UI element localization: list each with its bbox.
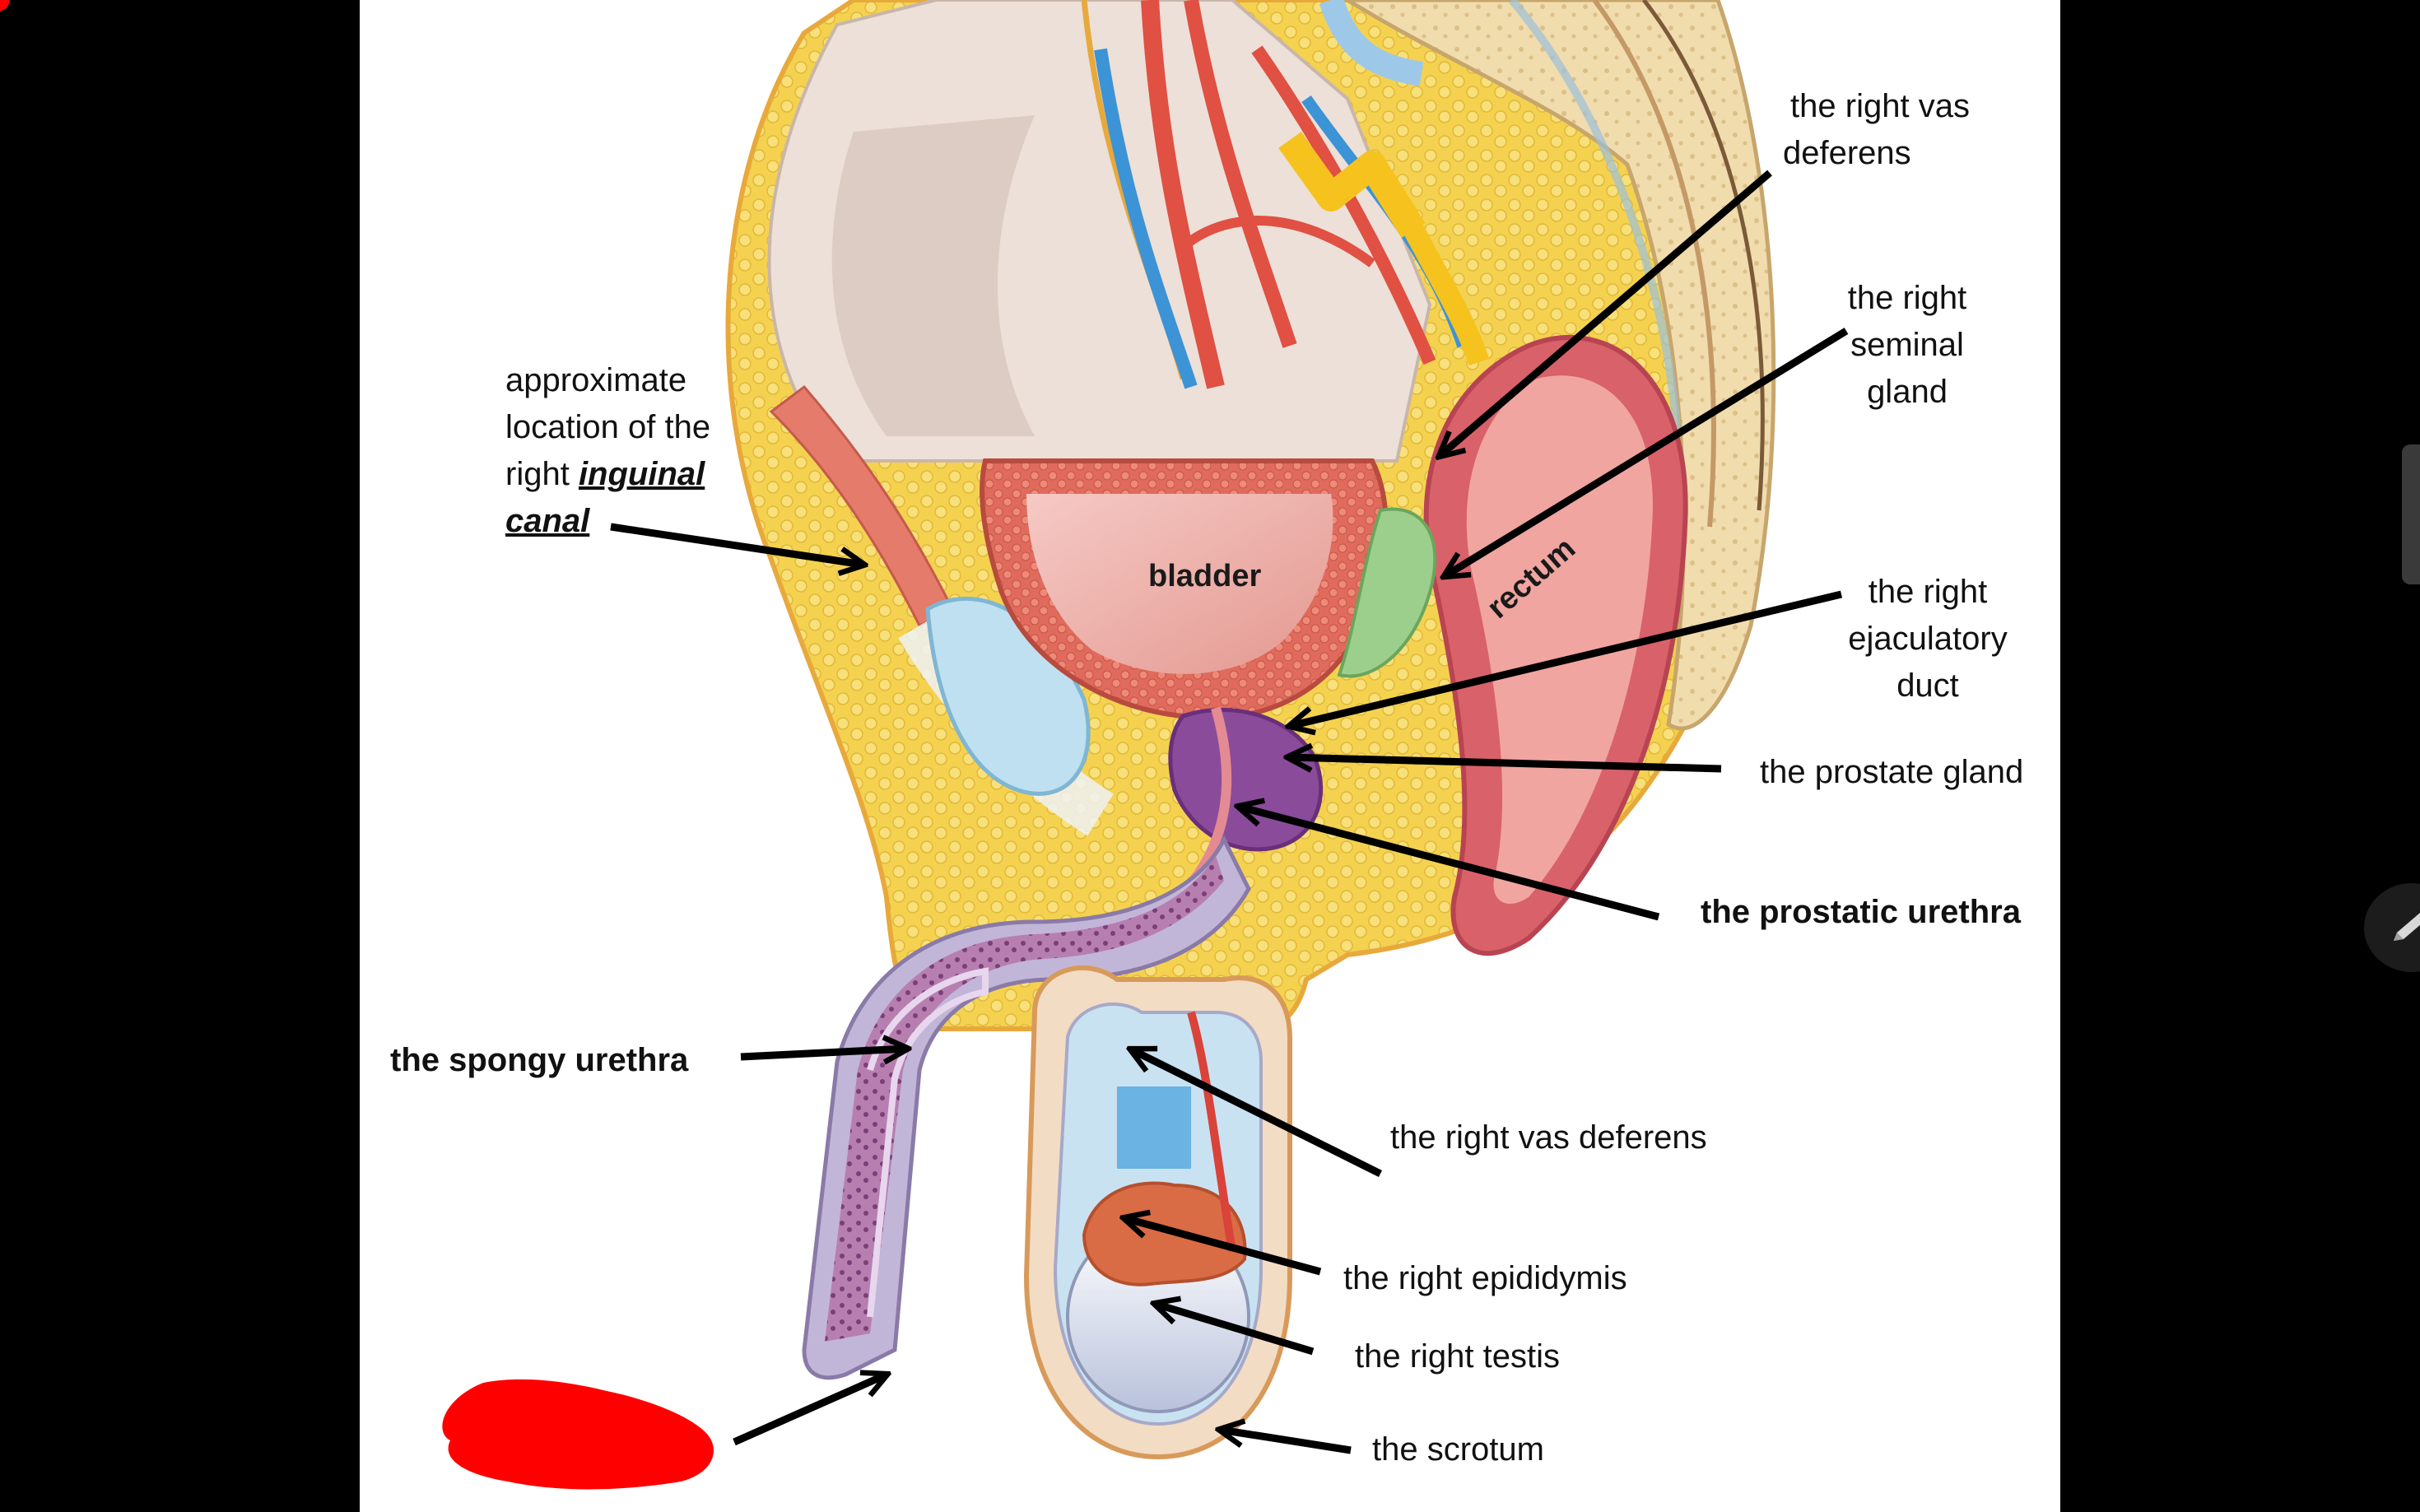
peritoneum-fold (831, 115, 1035, 436)
label-epididymis: the right epididymis (1343, 1260, 1627, 1296)
label-arrows (610, 170, 1849, 1454)
vas-deferens-lower (1187, 1011, 1236, 1252)
label-vas-deferens-top: the right vas deferens (1781, 83, 1979, 177)
arrow-inguinal-canal (610, 523, 863, 565)
label-line: the right vas (1790, 88, 1970, 124)
arrow-vas-deferens-bottom (1131, 1049, 1383, 1178)
corpus-spongiosum (825, 856, 1224, 1342)
label-line: duct (1896, 668, 1959, 704)
label-line: location of the (505, 409, 711, 445)
label-testis: the right testis (1355, 1338, 1561, 1375)
arrow-ejaculatory-duct (1290, 590, 1843, 726)
arrow-testis (1155, 1304, 1315, 1356)
pampiniform-plexus (1117, 1086, 1191, 1169)
red-corner-mark (0, 0, 10, 12)
label-prostate-gland: the prostate gland (1760, 754, 2024, 790)
arrow-prostate-gland (1288, 757, 1722, 769)
arrow-vas-deferens-top (1440, 170, 1772, 456)
arrow-seminal-gland (1445, 328, 1849, 576)
pencil-icon (2394, 913, 2420, 941)
label-line: approximate (505, 362, 687, 398)
label-line: seminal (1850, 327, 1964, 363)
anatomy-illustration (442, 0, 1849, 1490)
red-redaction-mark (442, 1379, 714, 1490)
label-text: right (505, 456, 570, 492)
pen-tool-button[interactable] (2364, 883, 2420, 972)
label-line: gland (1867, 374, 1948, 410)
arrow-spongy-urethra (740, 1049, 907, 1057)
label-keyword: canal (505, 503, 590, 539)
label-line: deferens (1783, 135, 1911, 171)
epididymis (1082, 1181, 1247, 1286)
label-seminal-gland: the right seminal gland (1833, 275, 1981, 416)
side-scroll-handle[interactable] (2402, 444, 2420, 584)
label-scrotum: the scrotum (1372, 1431, 1544, 1468)
label-vas-deferens-bottom: the right vas deferens (1390, 1119, 1707, 1156)
slide: the right vas deferens the right seminal… (360, 0, 2060, 1512)
label-line: canal (505, 498, 710, 545)
label-ejaculatory-duct: the right ejaculatory duct (1829, 569, 2027, 709)
label-line: the right (1847, 280, 1967, 316)
arrow-scrotum (1220, 1430, 1352, 1454)
sacrum (1343, 0, 1776, 731)
arrow-redacted-label (733, 1375, 887, 1446)
label-inguinal-canal: approximate location of the right inguin… (505, 357, 710, 545)
rectum-lumen (1466, 375, 1653, 905)
label-line: the right (1868, 574, 1988, 610)
penis-outer (802, 835, 1251, 1380)
bladder-lumen (1026, 494, 1333, 674)
arrow-epididymis (1124, 1218, 1322, 1276)
label-prostatic-urethra: the prostatic urethra (1701, 894, 2021, 930)
label-line: right inguinal (505, 451, 710, 498)
label-spongy-urethra: the spongy urethra (390, 1042, 689, 1078)
label-bladder: bladder (1148, 559, 1262, 593)
seminal-gland (1337, 507, 1437, 678)
arrow-prostatic-urethra (1239, 807, 1660, 921)
label-keyword: inguinal (578, 456, 705, 492)
label-line: ejaculatory (1848, 621, 2008, 657)
